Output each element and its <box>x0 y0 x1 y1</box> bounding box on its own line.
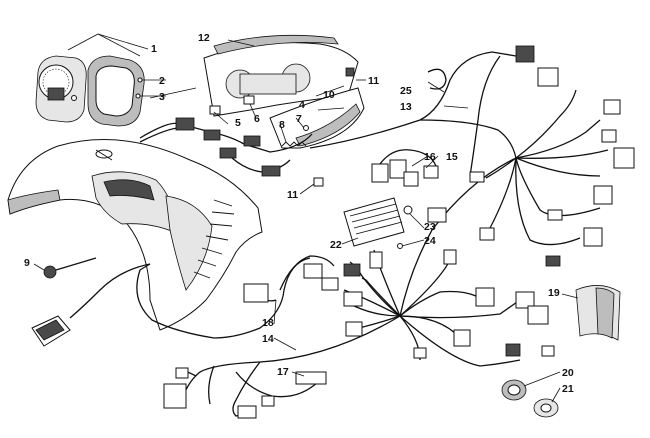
callout-1: 1 <box>151 43 157 55</box>
relay-block <box>371 149 439 187</box>
instrument-gauge-assembly <box>35 33 197 127</box>
callout-24: 24 <box>424 235 436 247</box>
callout-15: 15 <box>446 151 458 163</box>
callout-21: 21 <box>562 383 574 395</box>
callout-8: 8 <box>279 119 285 131</box>
callout-16: 16 <box>424 151 436 163</box>
callout-25: 25 <box>400 85 412 97</box>
callout-20: 20 <box>562 367 574 379</box>
callout-2: 2 <box>159 75 165 87</box>
callout-19: 19 <box>548 287 560 299</box>
callout-leaders <box>33 39 579 403</box>
callout-14: 14 <box>262 333 274 345</box>
callout-12: 12 <box>198 32 210 44</box>
callout-3: 3 <box>159 91 165 103</box>
callout-labels: 1 2 3 10 4 5 6 7 8 11 11 12 25 13 16 15 … <box>24 32 574 395</box>
callout-9: 9 <box>24 257 30 269</box>
callout-4: 4 <box>299 99 305 111</box>
gauge-sub-harness <box>139 95 313 177</box>
callout-7: 7 <box>296 113 302 125</box>
callout-23: 23 <box>424 221 436 233</box>
callout-10: 10 <box>323 89 335 101</box>
callout-11-top: 11 <box>368 75 379 87</box>
voltage-regulator <box>343 197 447 249</box>
callout-13: 13 <box>400 101 412 113</box>
callout-6: 6 <box>254 113 260 125</box>
callout-5: 5 <box>235 117 241 129</box>
headlight-housing <box>203 34 365 149</box>
callout-11-bottom: 11 <box>287 189 298 201</box>
callout-22: 22 <box>330 239 342 251</box>
callout-18: 18 <box>262 317 274 329</box>
harness-connectors <box>31 45 635 419</box>
callout-17: 17 <box>277 366 289 378</box>
misc-hardware <box>43 67 621 418</box>
hood-panel <box>7 139 263 331</box>
